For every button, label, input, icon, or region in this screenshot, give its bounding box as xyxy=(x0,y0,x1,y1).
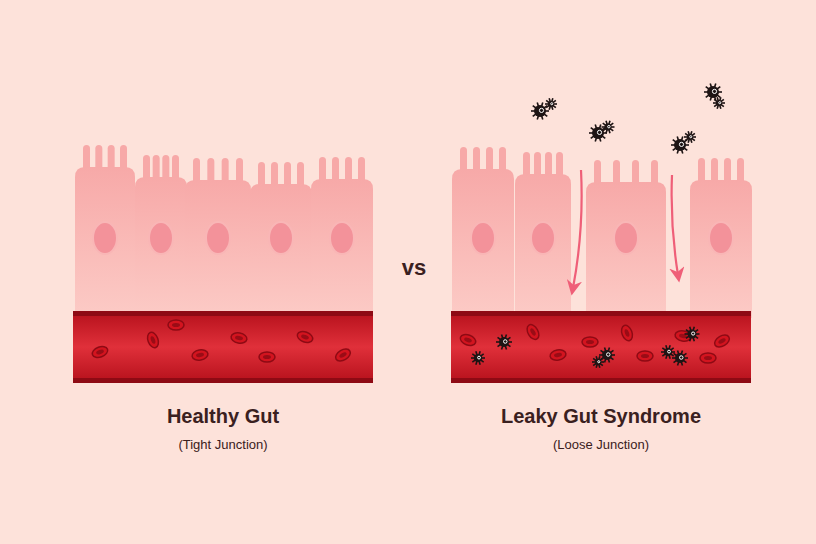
bacterium xyxy=(685,327,700,341)
bacterium xyxy=(704,83,722,100)
epithelial-cell xyxy=(690,158,752,318)
panel-heading: Leaky Gut Syndrome xyxy=(501,404,701,428)
red-blood-cells xyxy=(91,320,732,363)
epithelial-cells xyxy=(75,145,752,318)
epithelial-cell xyxy=(311,157,373,318)
panel-heading: Healthy Gut xyxy=(167,404,279,428)
bacterium xyxy=(599,347,615,362)
bacterium xyxy=(545,98,557,109)
epithelial-cell xyxy=(75,145,135,318)
panel-subheading: (Tight Junction) xyxy=(178,437,267,453)
bacterium xyxy=(589,124,607,141)
versus-label: vs xyxy=(402,255,426,281)
bacterium xyxy=(531,102,549,119)
bacterium xyxy=(671,136,689,153)
epithelial-cell xyxy=(185,158,251,318)
bacterium xyxy=(496,334,512,349)
bacterium xyxy=(592,356,604,367)
epithelial-cell xyxy=(515,152,571,318)
epithelial-cell xyxy=(250,162,312,318)
epithelial-cell xyxy=(452,147,514,318)
bacterium xyxy=(672,350,688,365)
bacterium xyxy=(602,121,615,133)
epithelial-cell xyxy=(586,160,666,318)
bacteria xyxy=(471,83,725,367)
bacterium xyxy=(471,351,485,364)
blood-vessels xyxy=(73,311,751,383)
bacterium xyxy=(684,131,696,142)
epithelial-cell xyxy=(135,155,187,318)
bacterium xyxy=(661,345,675,358)
panel-subheading: (Loose Junction) xyxy=(553,437,649,453)
bacterium xyxy=(713,97,725,108)
leak-arrows xyxy=(573,170,678,288)
